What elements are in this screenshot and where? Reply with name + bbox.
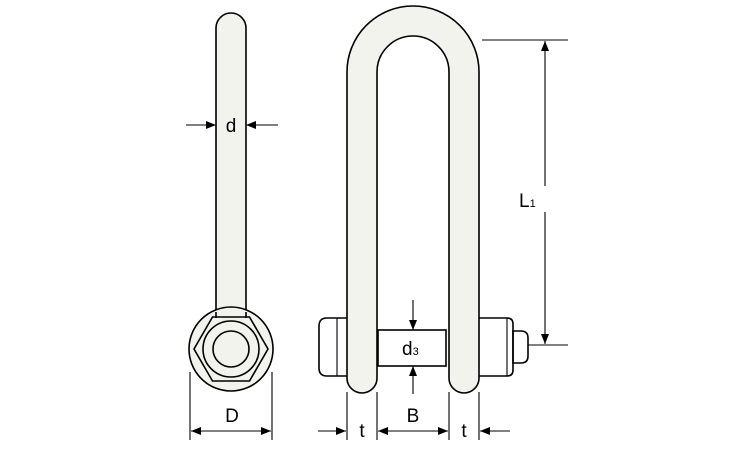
side-view-eye — [188, 306, 274, 392]
dimension-t-B-t: t B t — [318, 392, 510, 442]
front-view-shackle-body — [346, 5, 480, 394]
dimension-D-label: D — [225, 406, 239, 427]
side-view-hex-nut — [193, 316, 269, 382]
dimension-d-label: d — [226, 116, 237, 137]
side-view-pin — [212, 330, 250, 368]
dimension-L1-label: L1 — [519, 191, 536, 212]
dimension-d3-label: d3 — [402, 339, 419, 360]
side-view: d D — [186, 12, 278, 440]
dimension-D: D — [189, 372, 273, 440]
dimension-B-label: B — [407, 406, 420, 427]
side-view-rod — [215, 12, 247, 319]
dimension-d3: d3 — [402, 300, 419, 394]
front-view-pin-threaded-end — [478, 317, 514, 377]
front-view-pin-cap — [512, 330, 529, 364]
front-view: L1 d3 t B t — [318, 5, 568, 442]
front-view-pin-head — [318, 317, 347, 377]
dimension-d: d — [186, 116, 278, 137]
dimension-t-left-label: t — [359, 421, 365, 442]
dimension-L1: L1 — [482, 39, 568, 346]
dimension-t-right-label: t — [461, 421, 467, 442]
